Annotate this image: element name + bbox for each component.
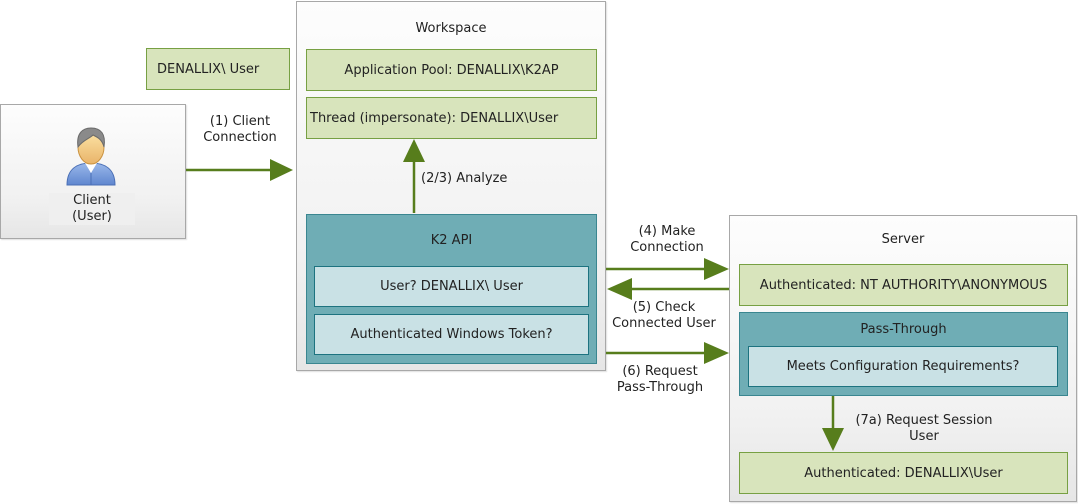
step-2-3-label: (2/3) Analyze [421, 171, 508, 186]
arrow-analyze [403, 139, 425, 213]
user-identity-text: DENALLIX\ User [157, 61, 260, 77]
configuration-requirements-box: Meets Configuration Requirements? [748, 346, 1058, 387]
authenticated-user-box: Authenticated: DENALLIX\User [739, 452, 1068, 494]
client-box: Client (User) [0, 104, 186, 239]
application-pool-box: Application Pool: DENALLIX\K2AP [306, 49, 597, 91]
user-check-box: User? DENALLIX\ User [314, 266, 589, 307]
step-7a-label: (7a) Request Session User [855, 413, 993, 444]
server-container: Server Authenticated: NT AUTHORITY\ANONY… [729, 215, 1077, 502]
user-icon [63, 125, 119, 187]
k2-api-box: K2 API User? DENALLIX\ User Authenticate… [306, 214, 597, 364]
windows-token-check-box: Authenticated Windows Token? [314, 314, 589, 355]
pass-through-title: Pass-Through [860, 322, 947, 337]
step-5-label: (5) Check Connected User [612, 300, 716, 331]
server-title: Server [881, 232, 925, 247]
arrow-check-connected-user [607, 278, 729, 300]
thread-impersonate-box: Thread (impersonate): DENALLIX\User [306, 97, 597, 139]
client-label: Client (User) [49, 193, 135, 225]
arrow-make-connection [606, 258, 729, 280]
user-identity-box: DENALLIX\ User [146, 48, 290, 90]
arrow-request-pass-through [606, 342, 729, 364]
arrow-request-session-user [822, 396, 844, 451]
workspace-container: Workspace Application Pool: DENALLIX\K2A… [296, 1, 606, 371]
pass-through-box: Pass-Through Meets Configuration Require… [739, 312, 1068, 396]
step-6-label: (6) Request Pass-Through [616, 364, 704, 395]
step-4-label: (4) Make Connection [630, 224, 704, 255]
k2-api-title: K2 API [430, 233, 473, 248]
step-1-label: (1) Client Connection [203, 114, 277, 145]
arrow-client-connection [186, 159, 293, 181]
authenticated-anonymous-box: Authenticated: NT AUTHORITY\ANONYMOUS [739, 264, 1068, 306]
workspace-title: Workspace [415, 21, 487, 36]
